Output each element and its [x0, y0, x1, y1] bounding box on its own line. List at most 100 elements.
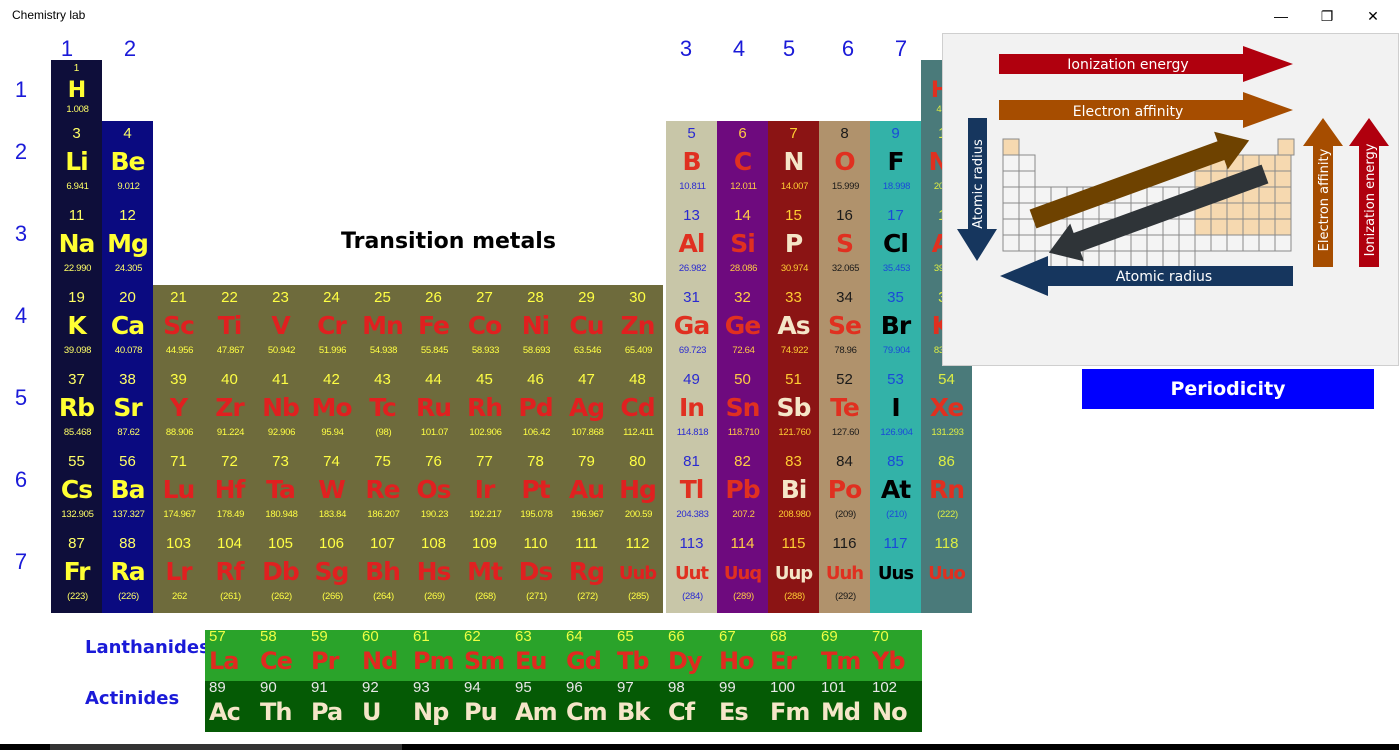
close-button[interactable]: ✕	[1350, 0, 1396, 32]
minimize-button[interactable]: —	[1258, 0, 1304, 32]
periodicity-button[interactable]: Periodicity	[1082, 369, 1374, 409]
